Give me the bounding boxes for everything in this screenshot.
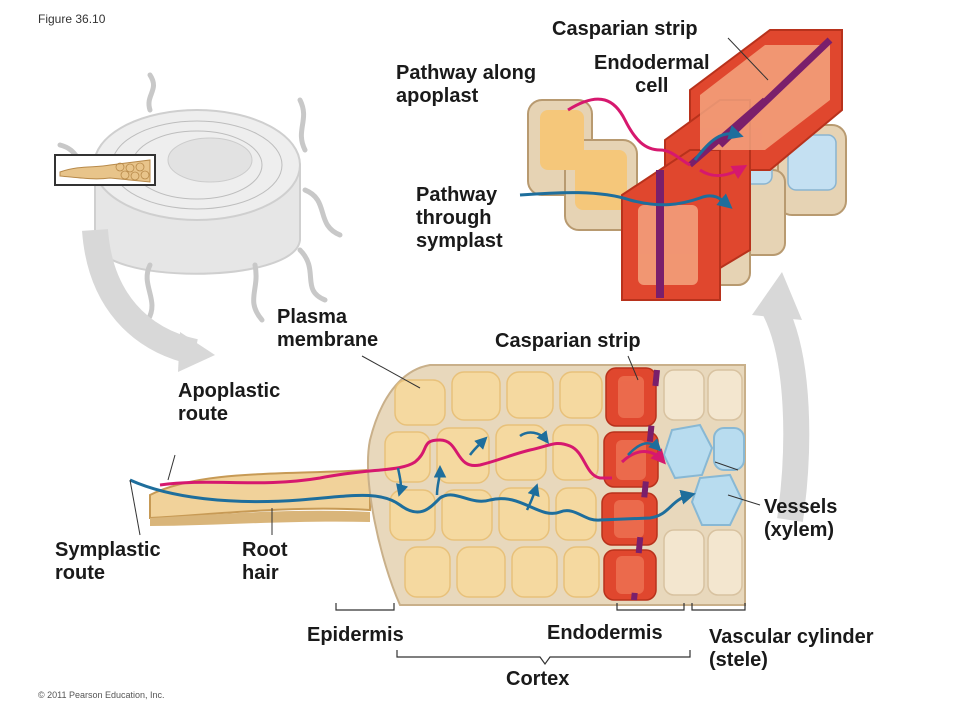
label-apoplastic-route: Apoplastic route <box>178 380 281 425</box>
label-plasma-membrane: Plasma membrane <box>277 306 379 351</box>
zoom-arrow-left <box>82 228 199 365</box>
root-cross-section <box>54 72 343 323</box>
copyright: © 2011 Pearson Education, Inc. <box>38 690 165 700</box>
label-endodermal-cell: Endodermal cell <box>594 52 710 97</box>
label-casparian-strip-top: Casparian strip <box>552 18 698 40</box>
tissue-section <box>129 364 746 606</box>
label-endodermis: Endodermis <box>547 622 663 644</box>
zoom-arrowhead-right <box>752 272 802 320</box>
label-root-hair: Root hair <box>242 539 288 584</box>
label-vessels-xylem: Vessels (xylem) <box>764 496 838 541</box>
label-epidermis: Epidermis <box>307 624 404 646</box>
label-cortex: Cortex <box>506 668 570 690</box>
label-pathway-apoplast: Pathway along apoplast <box>396 62 537 107</box>
zoom-arrow-right <box>763 304 810 522</box>
brackets <box>335 603 746 666</box>
leader-lines <box>129 37 769 536</box>
label-vascular-cylinder: Vascular cylinder (stele) <box>709 626 874 671</box>
label-pathway-symplast: Pathway through symplast <box>416 184 503 252</box>
figure-label: Figure 36.10 <box>38 12 106 26</box>
zoom-arrowhead-left <box>178 332 215 372</box>
label-symplastic-route: Symplastic route <box>55 539 161 584</box>
label-casparian-strip-bottom: Casparian strip <box>495 330 641 352</box>
endodermis-closeup <box>519 29 847 301</box>
